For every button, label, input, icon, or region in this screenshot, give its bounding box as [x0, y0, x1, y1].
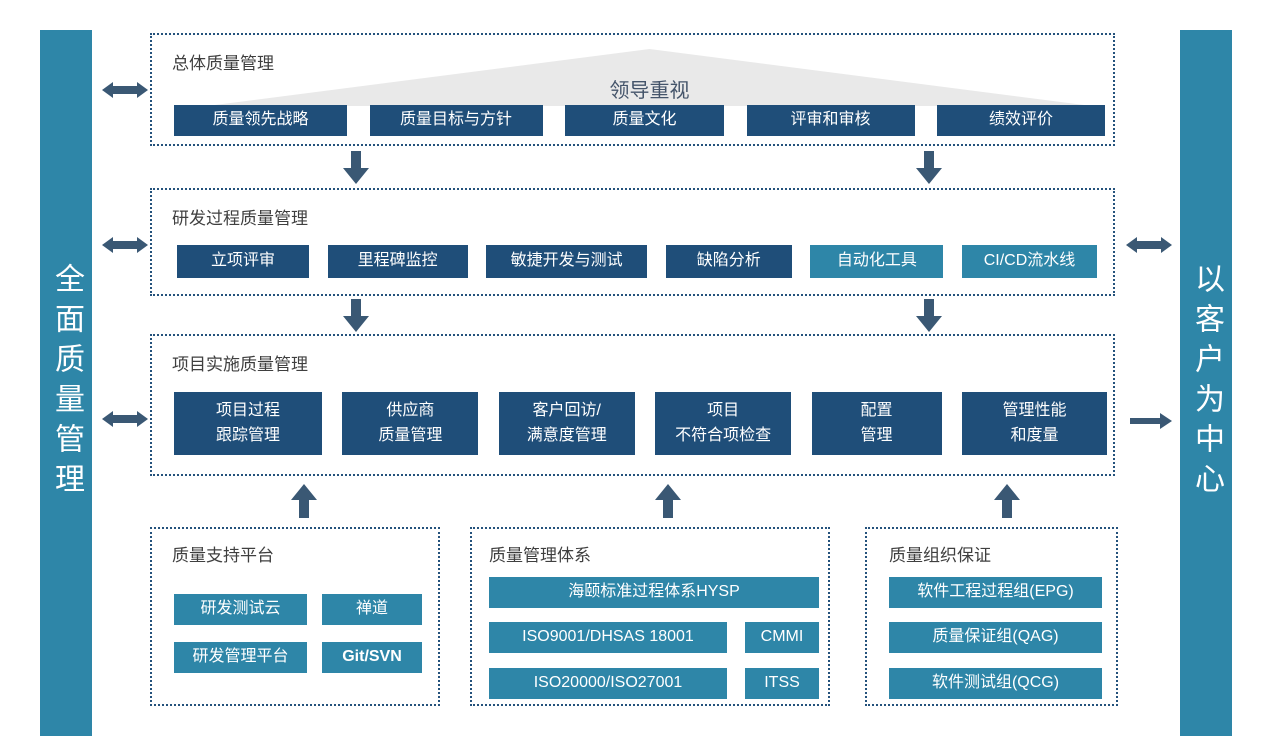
- quality-organization-section: 质量组织保证 软件工程过程组(EPG) 质量保证组(QAG) 软件测试组(QCG…: [865, 527, 1118, 706]
- quality-goals-policy-block: 质量目标与方针: [369, 105, 543, 136]
- quality-support-platform-section: 质量支持平台 研发测试云 禅道 研发管理平台 Git/SVN: [150, 527, 440, 706]
- block-line: 配置: [860, 401, 893, 419]
- left-double-arrow-icon: [102, 81, 148, 99]
- nonconformance-check-block: 项目 不符合项检查: [655, 392, 792, 455]
- overall-quality-items-row: 质量领先战略 质量目标与方针 质量文化 评审和审核 绩效评价: [174, 105, 1105, 136]
- block-line: 项目: [707, 401, 740, 419]
- down-arrow-icon: [916, 151, 942, 184]
- performance-evaluation-block: 绩效评价: [937, 105, 1105, 136]
- block-line: 不符合项检查: [675, 426, 772, 444]
- project-implementation-section-title: 项目实施质量管理: [172, 355, 308, 374]
- rd-process-quality-section: 研发过程质量管理 立项评审 里程碑监控 敏捷开发与测试 缺陷分析 自动化工具 C…: [150, 188, 1115, 296]
- block-line: 项目过程: [215, 401, 280, 419]
- down-arrow-icon: [343, 299, 369, 332]
- block-line: 满意度管理: [526, 426, 607, 444]
- quality-support-platform-title: 质量支持平台: [172, 546, 274, 565]
- quality-leading-strategy-block: 质量领先战略: [174, 105, 347, 136]
- configuration-management-block: 配置 管理: [811, 392, 942, 455]
- zentao-block: 禅道: [322, 594, 422, 625]
- total-quality-management-bar: 全面质量管理: [40, 30, 92, 736]
- block-line: 管理: [860, 426, 893, 444]
- project-initiation-review-block: 立项评审: [177, 245, 309, 278]
- quality-culture-block: 质量文化: [565, 105, 724, 136]
- milestone-monitoring-block: 里程碑监控: [327, 245, 468, 278]
- down-arrow-icon: [343, 151, 369, 184]
- rd-process-section-title: 研发过程质量管理: [172, 209, 308, 228]
- iso20000-iso27001-block: ISO20000/ISO27001: [489, 668, 727, 699]
- leadership-banner-label: 领导重视: [609, 80, 690, 102]
- up-arrow-icon: [994, 484, 1020, 518]
- project-implementation-quality-section: 项目实施质量管理 项目过程 跟踪管理 供应商 质量管理 客户回访/ 满意度管理 …: [150, 334, 1115, 476]
- block-line: 跟踪管理: [215, 426, 280, 444]
- project-implementation-items-row: 项目过程 跟踪管理 供应商 质量管理 客户回访/ 满意度管理 项目 不符合项检查…: [174, 392, 1107, 455]
- block-line: 客户回访/: [532, 401, 601, 419]
- cicd-pipeline-block: CI/CD流水线: [961, 245, 1097, 278]
- git-svn-block: Git/SVN: [322, 642, 422, 673]
- rd-test-cloud-block: 研发测试云: [174, 594, 307, 625]
- up-arrow-icon: [655, 484, 681, 518]
- right-double-arrow-icon: [1126, 236, 1172, 254]
- rd-process-items-row: 立项评审 里程碑监控 敏捷开发与测试 缺陷分析 自动化工具 CI/CD流水线: [177, 245, 1097, 278]
- up-arrow-icon: [291, 484, 317, 518]
- left-double-arrow-icon: [102, 410, 148, 428]
- epg-group-block: 软件工程过程组(EPG): [889, 577, 1102, 608]
- down-arrow-icon: [916, 299, 942, 332]
- qcg-group-block: 软件测试组(QCG): [889, 668, 1102, 699]
- quality-management-system-section: 质量管理体系 海颐标准过程体系HYSP ISO9001/DHSAS 18001 …: [470, 527, 830, 706]
- itss-block: ITSS: [745, 668, 819, 699]
- quality-management-system-title: 质量管理体系: [489, 546, 591, 565]
- qag-group-block: 质量保证组(QAG): [889, 622, 1102, 653]
- block-line: 供应商: [386, 401, 435, 419]
- performance-measurement-block: 管理性能 和度量: [961, 392, 1107, 455]
- rd-management-platform-block: 研发管理平台: [174, 642, 307, 673]
- quality-organization-title: 质量组织保证: [889, 546, 991, 565]
- review-audit-block: 评审和审核: [746, 105, 915, 136]
- total-quality-management-label: 全面质量管理: [50, 263, 83, 503]
- hysp-standard-process-block: 海颐标准过程体系HYSP: [489, 577, 819, 608]
- defect-analysis-block: 缺陷分析: [665, 245, 792, 278]
- block-line: 质量管理: [378, 426, 443, 444]
- leadership-triangle: 领导重视: [207, 49, 1092, 106]
- project-process-tracking-block: 项目过程 跟踪管理: [174, 392, 322, 455]
- left-double-arrow-icon: [102, 236, 148, 254]
- agile-dev-test-block: 敏捷开发与测试: [486, 245, 648, 278]
- customer-centric-label: 以客户为中心: [1190, 263, 1223, 503]
- supplier-quality-block: 供应商 质量管理: [342, 392, 479, 455]
- right-arrow-icon: [1130, 413, 1172, 429]
- automation-tools-block: 自动化工具: [810, 245, 944, 278]
- block-line: 和度量: [1010, 426, 1059, 444]
- cmmi-block: CMMI: [745, 622, 819, 653]
- overall-quality-section-title: 总体质量管理: [172, 54, 274, 73]
- overall-quality-section: 领导重视 总体质量管理 质量领先战略 质量目标与方针 质量文化 评审和审核 绩效…: [150, 33, 1115, 146]
- iso9001-dhsas-block: ISO9001/DHSAS 18001: [489, 622, 727, 653]
- customer-centric-bar: 以客户为中心: [1180, 30, 1232, 736]
- customer-visit-satisfaction-block: 客户回访/ 满意度管理: [498, 392, 635, 455]
- block-line: 管理性能: [1002, 401, 1067, 419]
